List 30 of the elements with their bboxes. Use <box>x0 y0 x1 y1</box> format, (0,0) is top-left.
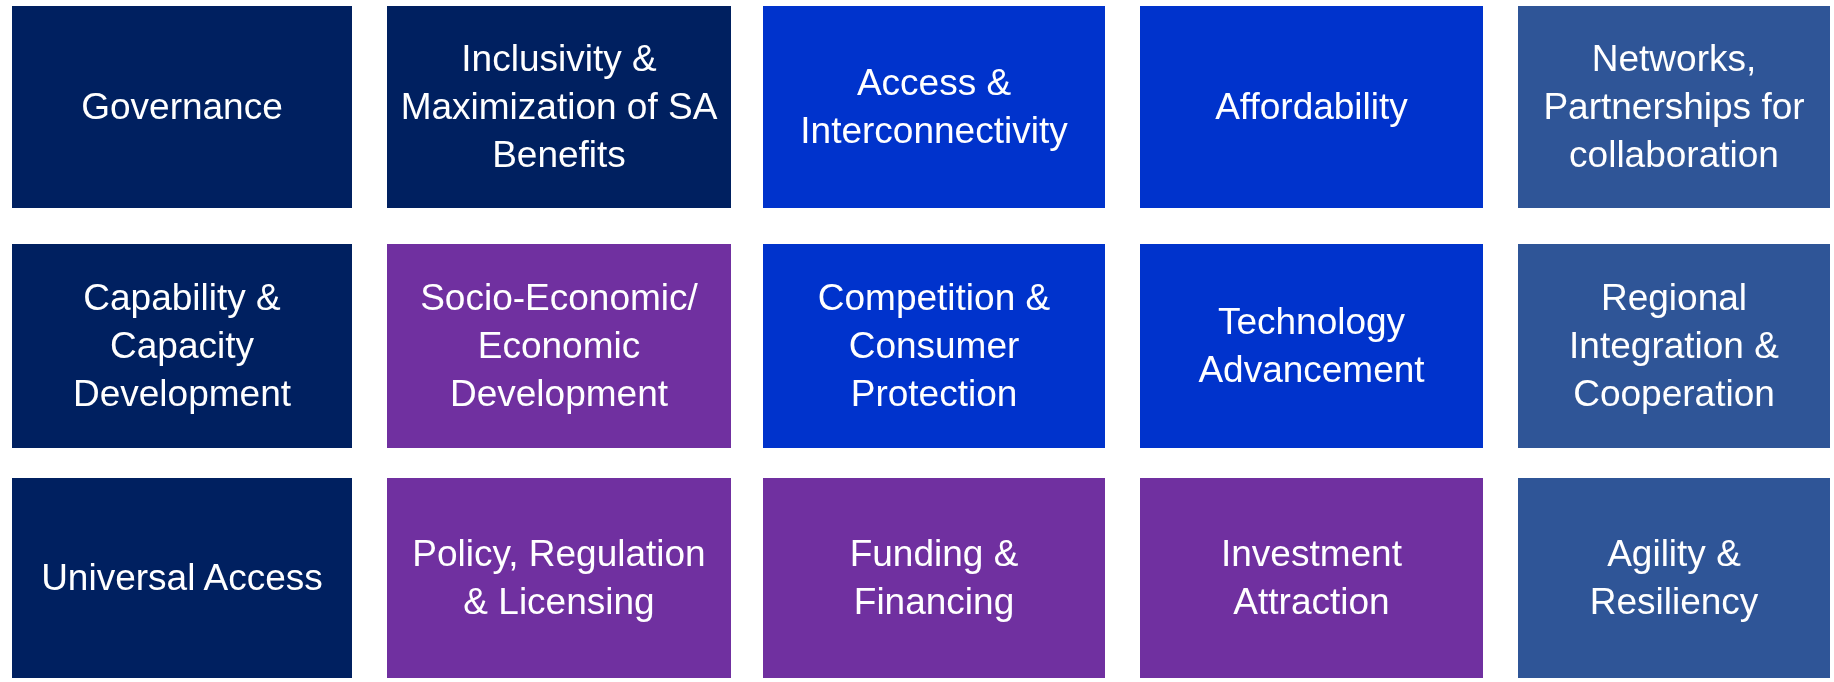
category-tile <box>12 6 352 208</box>
tile-label: Competition & Consumer Protection <box>816 275 1052 417</box>
category-tile <box>1518 478 1830 678</box>
tile-label: Networks, Partnerships for collaboration <box>1542 36 1806 178</box>
category-tile <box>12 244 352 448</box>
tile-label: Regional Integration & Cooperation <box>1568 275 1780 417</box>
category-tile <box>1140 244 1483 448</box>
tile-label: Agility & Resiliency <box>1588 531 1760 624</box>
category-tile <box>387 478 731 678</box>
tile-label: Funding & Financing <box>848 531 1020 624</box>
category-tile <box>763 244 1105 448</box>
tile-label: Socio-Economic/ Economic Development <box>419 275 699 417</box>
tile-label: Inclusivity & Maximization of SA Benefits <box>399 36 719 178</box>
tile-label: Universal Access <box>41 555 323 600</box>
category-tile <box>1518 244 1830 448</box>
category-tile <box>1140 6 1483 208</box>
tile-label: Policy, Regulation & Licensing <box>411 531 707 624</box>
category-tile <box>387 6 731 208</box>
category-tile <box>763 478 1105 678</box>
category-tile <box>387 244 731 448</box>
tile-label: Access & Interconnectivity <box>799 60 1069 153</box>
category-tile <box>1140 478 1483 678</box>
category-tile <box>763 6 1105 208</box>
tile-label: Investment Attraction <box>1220 531 1403 624</box>
tile-label: Affordability <box>1215 84 1408 129</box>
category-tile <box>12 478 352 678</box>
tile-label: Capability & Capacity Development <box>72 275 292 417</box>
tile-label: Technology Advancement <box>1197 299 1426 392</box>
tile-label: Governance <box>81 84 283 129</box>
category-tile <box>1518 6 1830 208</box>
